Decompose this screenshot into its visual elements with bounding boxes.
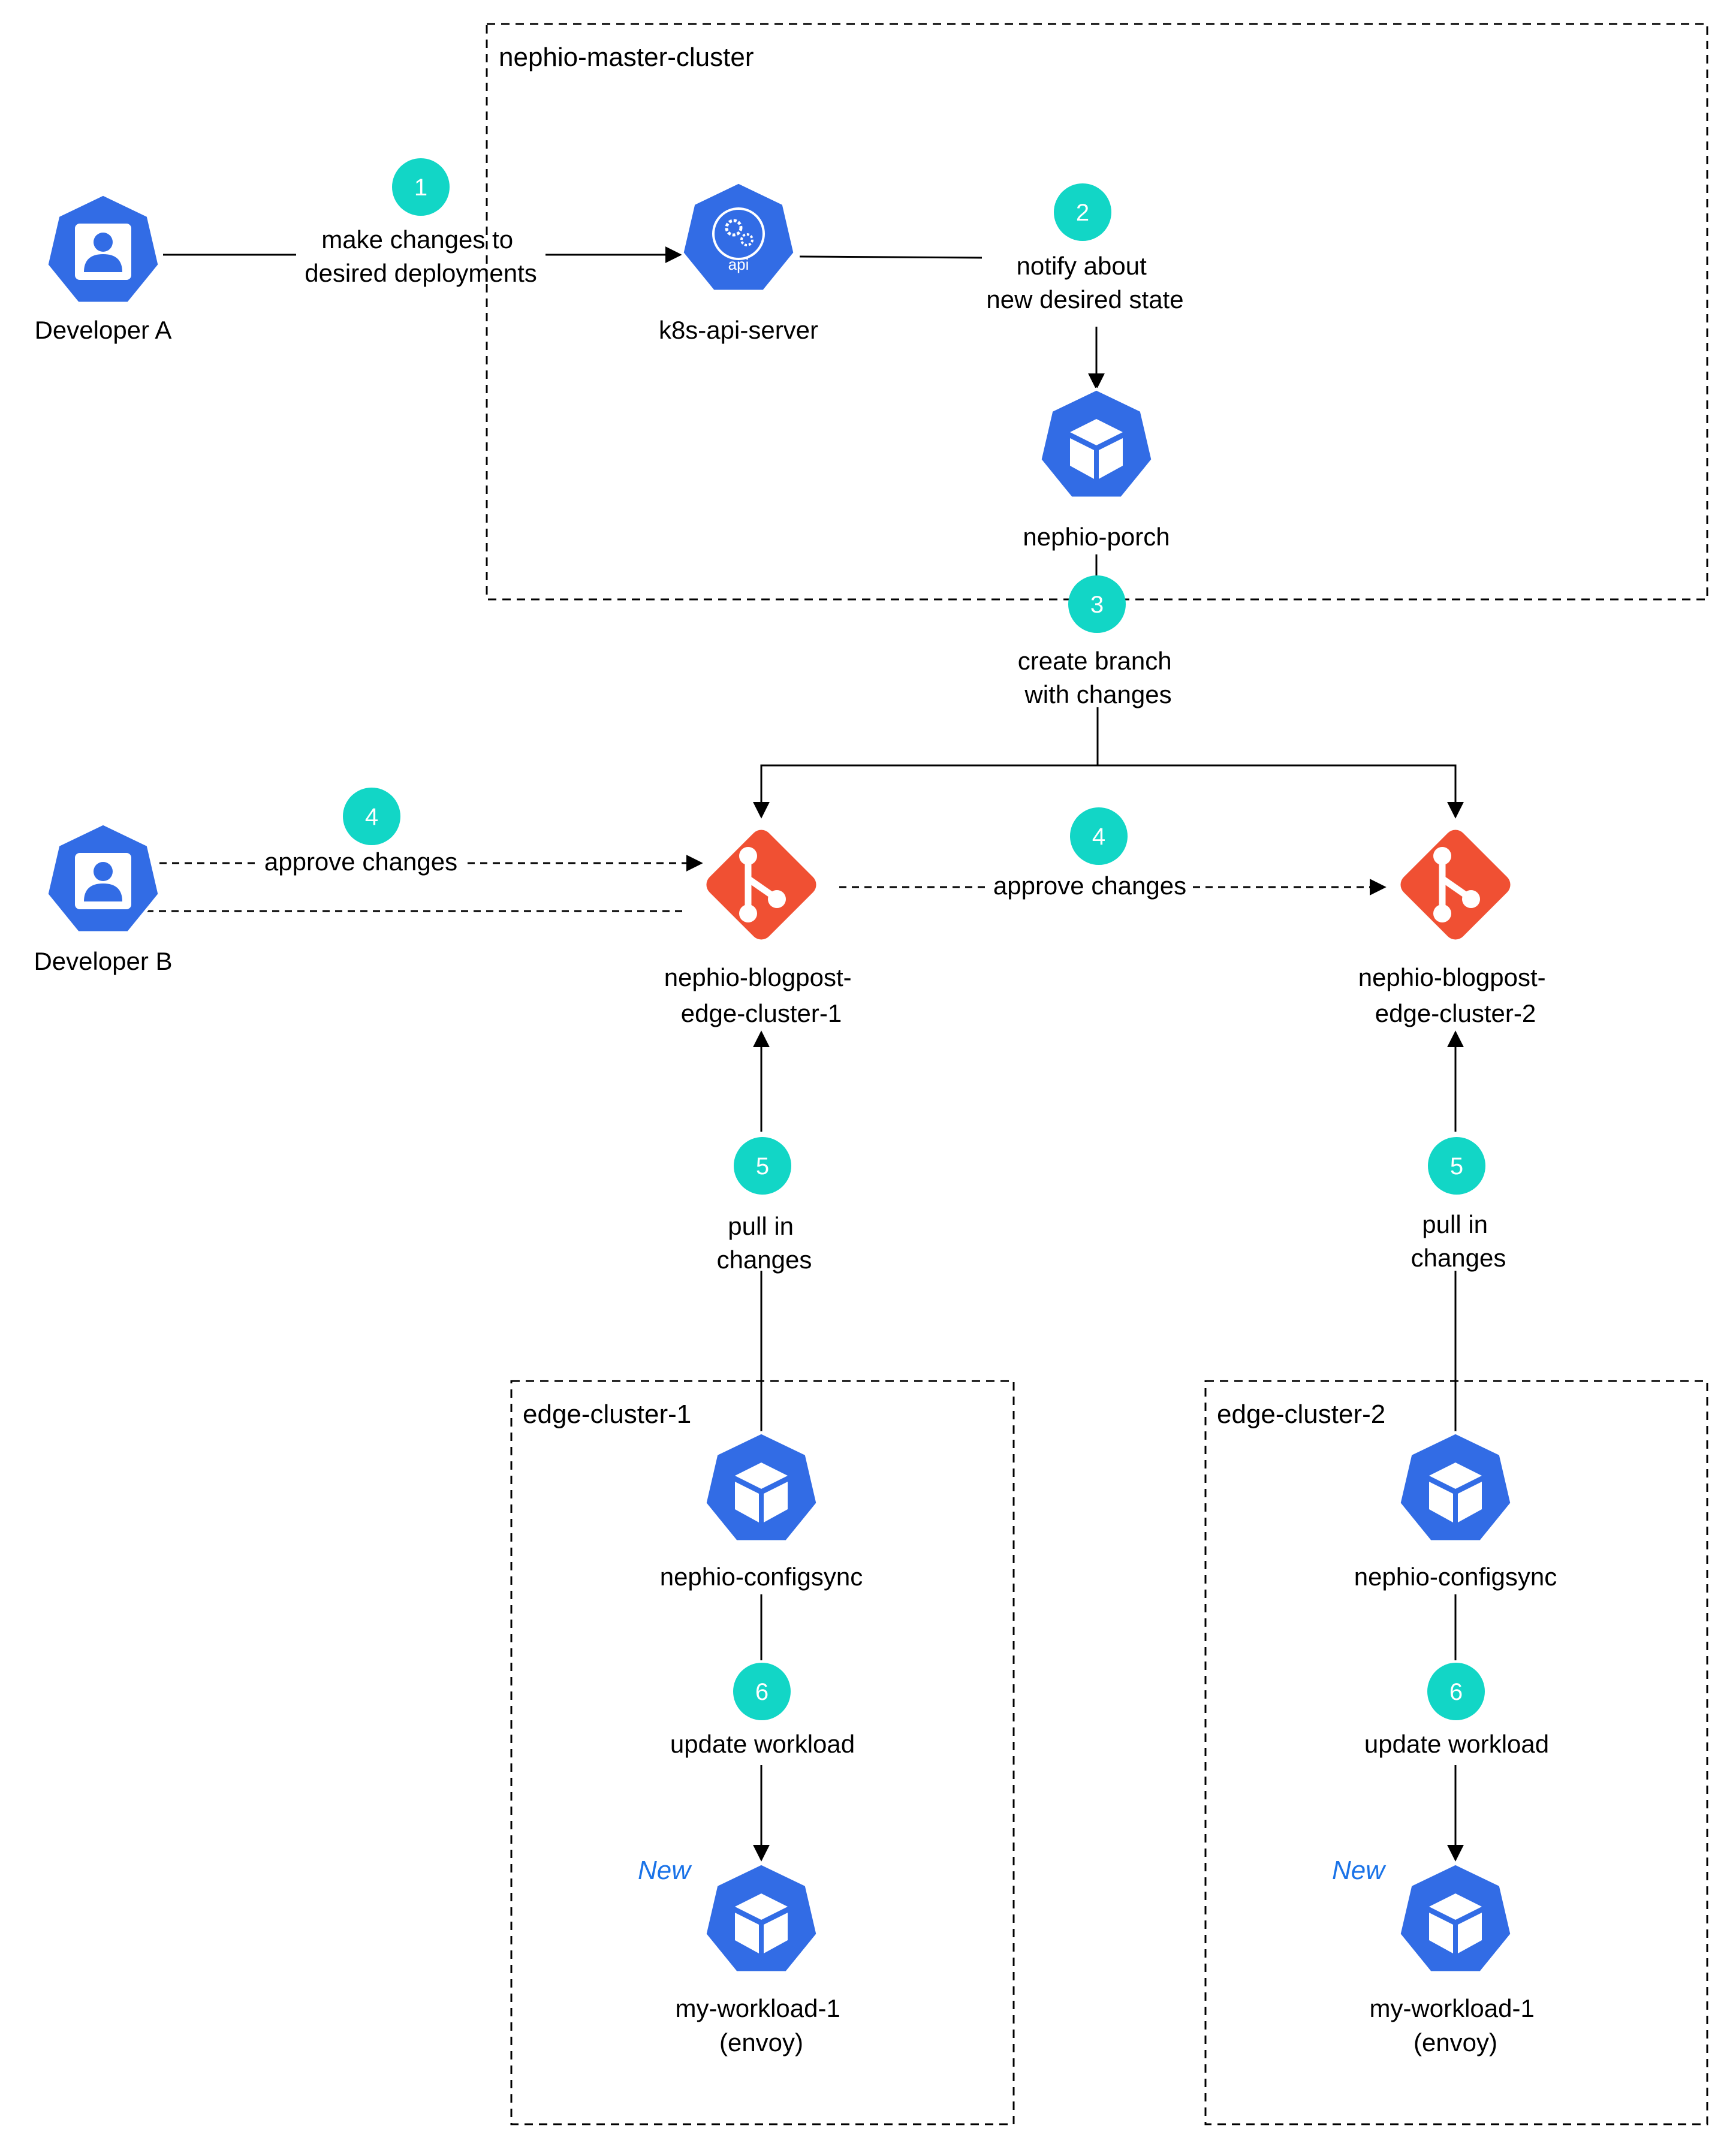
step-1-label-line2: desired deployments [305, 259, 537, 287]
k8s-pod-cube-icon [1038, 387, 1155, 500]
step-3-label-line1: create branch [1018, 647, 1172, 675]
step-4b-badge: 4 [1070, 807, 1128, 865]
edge-cluster-1-title: edge-cluster-1 [523, 1400, 691, 1429]
configsync2-label: nephio-configsync [1354, 1563, 1557, 1591]
step-5a-label-line1: pull in [728, 1212, 794, 1240]
step-6b-badge: 6 [1427, 1663, 1485, 1720]
step-1-badge: 1 [392, 158, 450, 216]
edge-cluster-2-title: edge-cluster-2 [1217, 1400, 1385, 1429]
edge-cluster-1-frame [510, 1380, 1015, 2125]
configsync2-node [1397, 1431, 1514, 1543]
developer-a-node [45, 192, 161, 305]
step-3-number: 3 [1090, 592, 1104, 618]
workload2-label-line1: my-workload-1 [1369, 1994, 1534, 2022]
porch-node [1038, 387, 1155, 500]
k8s-pod-cube-icon [703, 1862, 819, 1974]
user-icon [45, 192, 161, 305]
git-icon [1400, 830, 1511, 940]
step-5a-label: pull in changes [717, 1212, 812, 1274]
step-1-label: make changes to desired deployments [305, 225, 537, 287]
workload1-label: my-workload-1 (envoy) [675, 1994, 847, 2056]
step-5b-badge: 5 [1428, 1137, 1485, 1195]
developer-b-node [45, 822, 161, 934]
step-4b-number: 4 [1092, 824, 1105, 850]
developer-a-label: Developer A [35, 316, 172, 344]
repo1-node [706, 830, 816, 940]
step-2-label-line1: notify about [1017, 252, 1147, 280]
k8s-pod-cube-icon [703, 1431, 819, 1543]
step-3-label-line2: with changes [1024, 680, 1171, 708]
step-5b-label-line1: pull in [1422, 1210, 1488, 1238]
api-icon-text: api [728, 255, 749, 273]
api-server-label: k8s-api-server [659, 316, 818, 344]
step-6a-badge: 6 [733, 1663, 791, 1720]
porch-label: nephio-porch [1023, 523, 1170, 551]
workload1-new-tag: New [638, 1856, 692, 1885]
repo1-label-line2: edge-cluster-1 [681, 999, 842, 1027]
step-4a-number: 4 [365, 804, 378, 830]
workload2-label: my-workload-1 (envoy) [1369, 1994, 1541, 2056]
repo2-node [1400, 830, 1511, 940]
step-4a-label: approve changes [264, 848, 457, 876]
edge-split-repo1 [753, 764, 1098, 819]
step-3-badge: 3 [1068, 575, 1126, 633]
workload1-label-line1: my-workload-1 [675, 1994, 840, 2022]
step-4a-badge: 4 [343, 788, 400, 845]
k8s-pod-cube-icon [1397, 1862, 1514, 1974]
step-6a-label: update workload [670, 1730, 855, 1758]
user-icon [45, 822, 161, 934]
step-5b-label-line2: changes [1411, 1244, 1506, 1272]
repo1-label: nephio-blogpost- edge-cluster-1 [664, 963, 859, 1027]
master-cluster-title: nephio-master-cluster [499, 43, 754, 72]
workload2-new-tag: New [1332, 1856, 1387, 1885]
repo2-label-line2: edge-cluster-2 [1375, 999, 1536, 1027]
k8s-api-icon: api [680, 180, 797, 293]
step-2-badge: 2 [1054, 183, 1111, 241]
configsync1-label: nephio-configsync [660, 1563, 863, 1591]
step-6a-number: 6 [755, 1679, 768, 1705]
step-1-number: 1 [414, 174, 427, 201]
repo2-label: nephio-blogpost- edge-cluster-2 [1358, 963, 1553, 1027]
configsync1-node [703, 1431, 819, 1543]
repo2-label-line1: nephio-blogpost- [1358, 963, 1546, 991]
k8s-pod-cube-icon [1397, 1431, 1514, 1543]
workload2-label-line2: (envoy) [1413, 2028, 1497, 2056]
step-3-label: create branch with changes [1018, 647, 1179, 708]
api-server-node: api [680, 180, 797, 293]
step-1-label-line1: make changes to [321, 225, 513, 254]
step-5b-number: 5 [1450, 1153, 1463, 1180]
workload1-label-line2: (envoy) [719, 2028, 803, 2056]
step-5a-label-line2: changes [717, 1246, 812, 1274]
developer-b-label: Developer B [34, 947, 172, 975]
edge-api-notify [799, 255, 982, 259]
step-2-label: notify about new desired state [986, 252, 1183, 313]
repo1-label-line1: nephio-blogpost- [664, 963, 852, 991]
step-6b-label: update workload [1364, 1730, 1549, 1758]
step-5b-label: pull in changes [1411, 1210, 1506, 1272]
step-5a-badge: 5 [734, 1137, 791, 1195]
workload1-node [703, 1862, 819, 1974]
step-2-number: 2 [1076, 200, 1089, 226]
step-6b-number: 6 [1449, 1679, 1463, 1705]
step-4b-label: approve changes [993, 872, 1186, 900]
workload2-node [1397, 1862, 1514, 1974]
step-5a-number: 5 [756, 1153, 769, 1180]
edge-split-repo2 [1098, 764, 1464, 819]
step-2-label-line2: new desired state [986, 285, 1183, 313]
connectors [146, 246, 1464, 1862]
git-icon [706, 830, 816, 940]
